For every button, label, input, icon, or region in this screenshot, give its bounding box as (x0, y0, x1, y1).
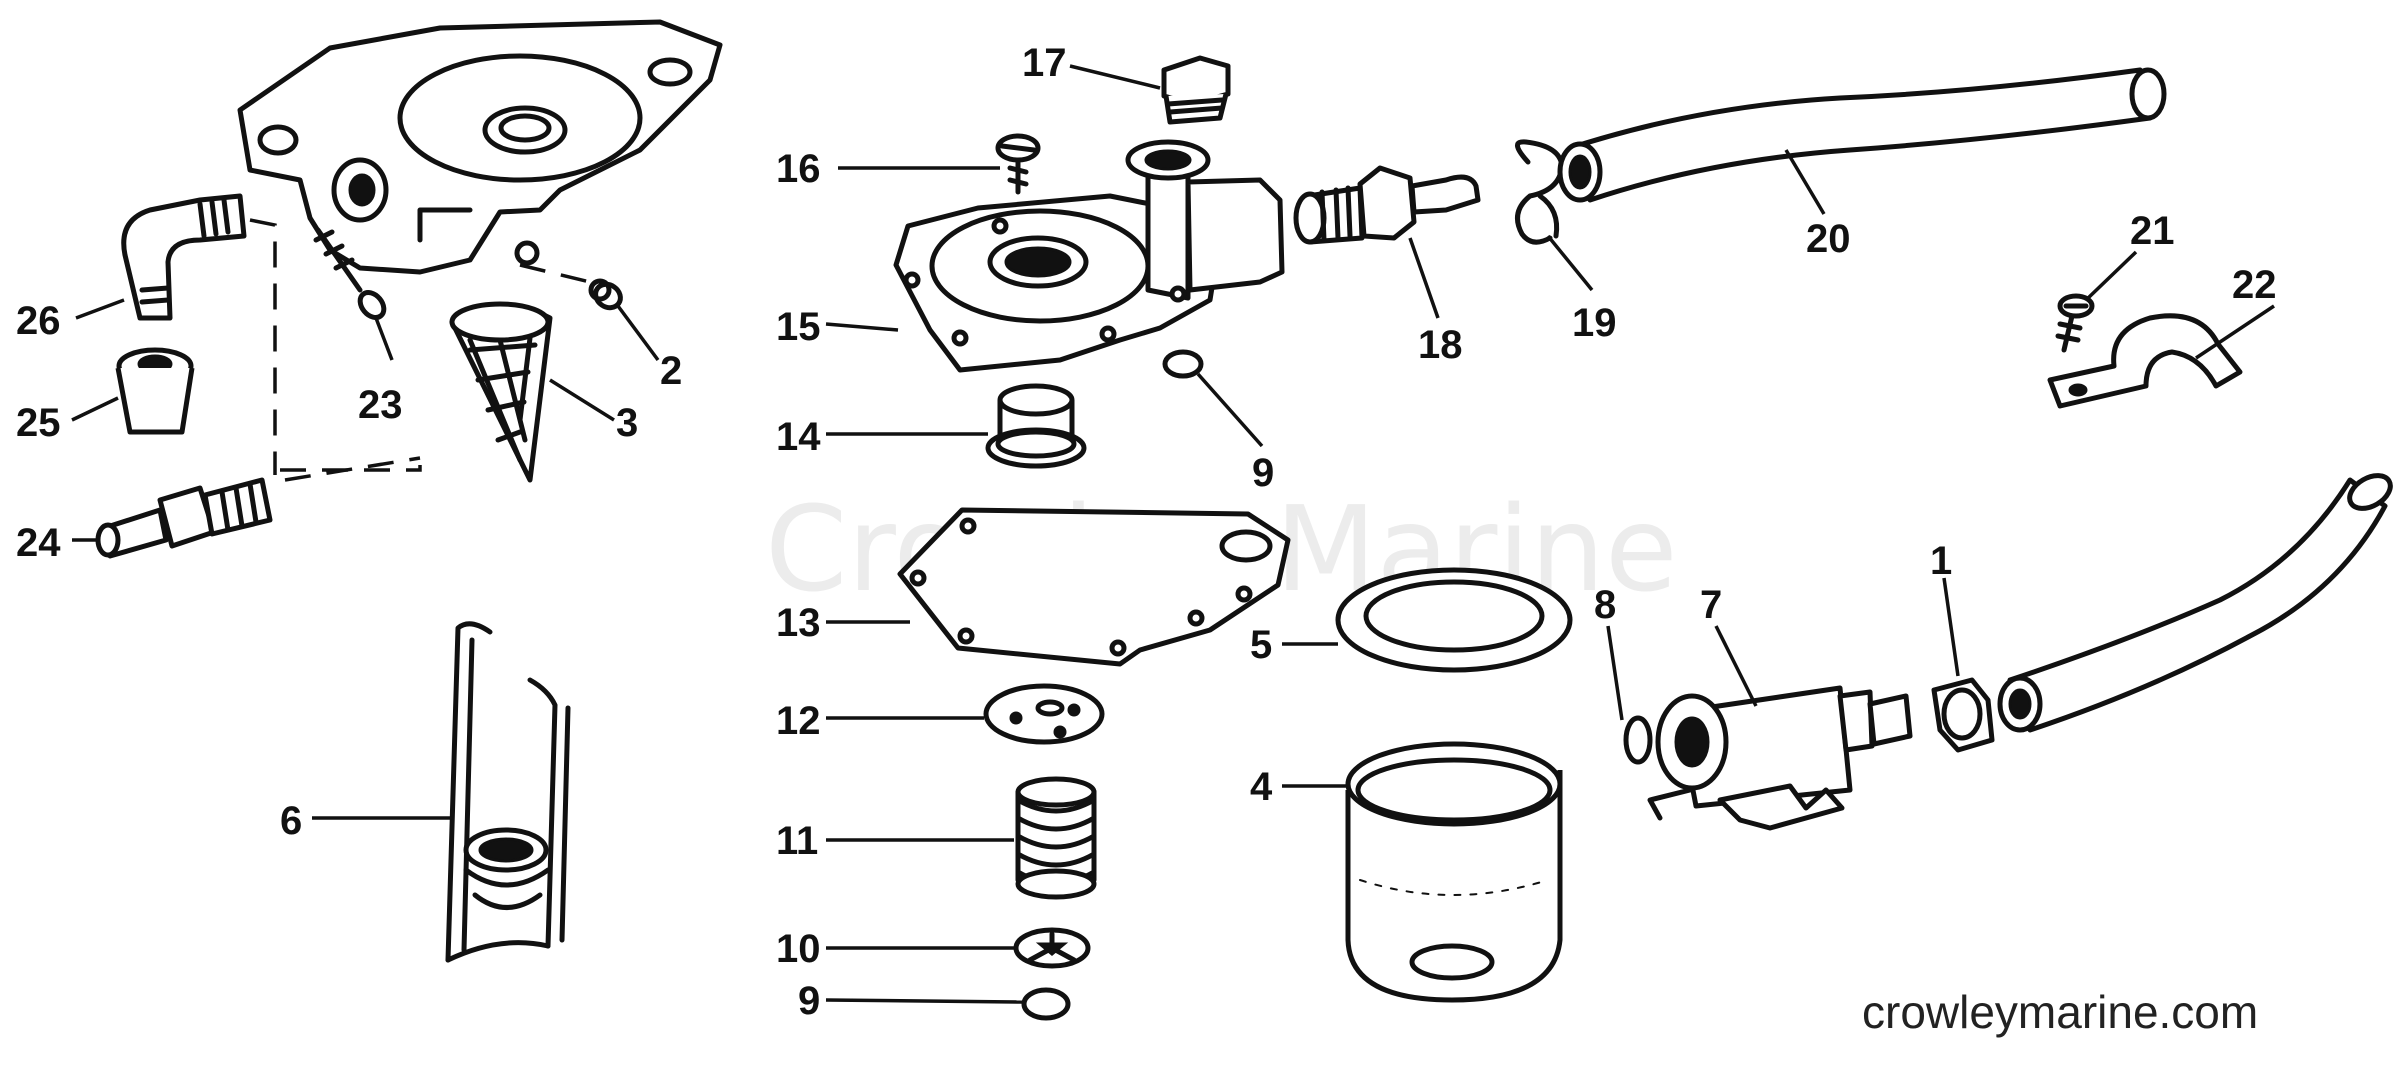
leader-19 (1546, 234, 1594, 292)
part-5-gasket-ring (1335, 567, 1573, 673)
leader-7 (1714, 625, 1758, 707)
part-17-plug (1161, 55, 1231, 125)
callout-8: 8 (1594, 583, 1616, 627)
leader-23 (374, 317, 394, 361)
leader-15 (825, 322, 899, 332)
callout-3: 3 (616, 401, 638, 445)
part-18-barb-fitting (1293, 165, 1481, 245)
part-fuel-hose-lower (1997, 473, 2393, 733)
callout-23: 23 (358, 383, 403, 427)
part-25-nut (115, 347, 195, 435)
callout-17: 17 (1022, 41, 1067, 85)
callout-4: 4 (1250, 765, 1273, 809)
callout-1: 1 (1930, 539, 1952, 583)
leader-20 (1784, 149, 1826, 215)
leader-17 (1069, 64, 1161, 90)
part-8-o-ring (1623, 715, 1653, 765)
callout-5: 5 (1250, 623, 1272, 667)
site-url: crowleymarine.com (1862, 986, 2258, 1038)
callout-2: 2 (660, 349, 682, 393)
part-4-filter-bowl (1345, 741, 1563, 1003)
part-24-hose-fitting (95, 477, 273, 559)
leader-2 (616, 304, 660, 362)
callout-22: 22 (2232, 263, 2277, 307)
part-15-pump-cover (893, 139, 1285, 373)
leader-9a (1196, 372, 1264, 448)
leader-22 (2195, 304, 2275, 360)
part-1-nut (1931, 677, 1995, 753)
callout-6: 6 (280, 799, 302, 843)
callout-13: 13 (776, 601, 821, 645)
part-10-valve (1013, 927, 1091, 969)
part-12-disc (983, 683, 1105, 745)
part-14-cup (985, 383, 1087, 469)
callout-20: 20 (1806, 217, 1851, 261)
callout-15: 15 (776, 305, 821, 349)
part-3-cone-filter (449, 301, 553, 483)
part-filter-cover (237, 19, 723, 275)
callout-9-upper: 9 (1252, 451, 1274, 495)
callout-16: 16 (776, 147, 821, 191)
part-6-wire-bail (445, 621, 571, 963)
callout-21: 21 (2130, 209, 2175, 253)
leader-18 (1408, 237, 1440, 319)
leader-25 (71, 396, 119, 422)
part-16-screw (995, 133, 1041, 195)
part-23-screw (313, 227, 387, 321)
part-19-hose-clip (1515, 139, 1565, 245)
callout-18: 18 (1418, 323, 1463, 367)
callout-25: 25 (16, 401, 61, 445)
callout-12: 12 (776, 699, 821, 743)
callout-14: 14 (776, 415, 821, 459)
callout-9-lower: 9 (798, 979, 820, 1023)
leader-9b (825, 998, 1023, 1004)
part-9-disc-lower (1021, 987, 1071, 1021)
leader-26 (75, 298, 125, 320)
callout-19: 19 (1572, 301, 1617, 345)
part-9-disc-upper (1162, 349, 1204, 379)
part-2-plug (588, 278, 623, 311)
callout-10: 10 (776, 927, 821, 971)
callout-24: 24 (16, 521, 61, 565)
leader-1 (1942, 577, 1960, 677)
part-11-spring (1015, 776, 1097, 900)
part-26-elbow-fitting (121, 193, 247, 321)
leader-3 (549, 378, 615, 422)
part-7-shutoff-valve (1647, 685, 1913, 831)
callout-7: 7 (1700, 583, 1722, 627)
part-13-gasket (897, 507, 1291, 667)
part-20-upper-hose (1557, 67, 2167, 203)
callout-26: 26 (16, 299, 61, 343)
part-21-screw (2055, 293, 2095, 353)
leader-21 (2084, 250, 2138, 302)
callout-11: 11 (776, 819, 818, 863)
leader-8 (1606, 625, 1624, 721)
